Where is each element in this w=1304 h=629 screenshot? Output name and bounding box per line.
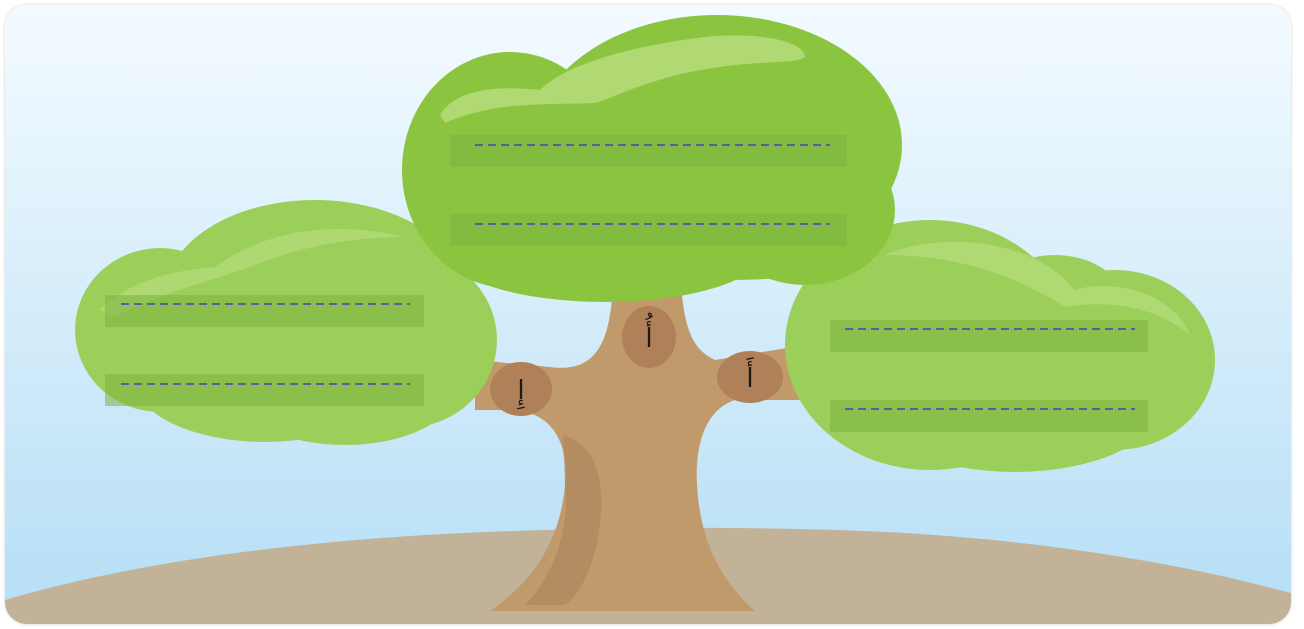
right-knot: أَ (717, 351, 783, 403)
left-blank-1[interactable] (105, 295, 424, 327)
center-knot: أُ (622, 306, 676, 368)
left-blank-2[interactable] (105, 374, 424, 406)
letter-tree-illustration: أُ إِ أَ (5, 5, 1291, 624)
center-blank-1[interactable] (450, 135, 847, 167)
right-blank-2[interactable] (830, 400, 1148, 432)
left-knot: إِ (490, 362, 552, 416)
left-letter: إِ (517, 376, 526, 410)
center-blank-2[interactable] (450, 214, 847, 246)
worksheet-frame: أُ إِ أَ (5, 5, 1291, 624)
right-blank-1[interactable] (830, 320, 1148, 352)
